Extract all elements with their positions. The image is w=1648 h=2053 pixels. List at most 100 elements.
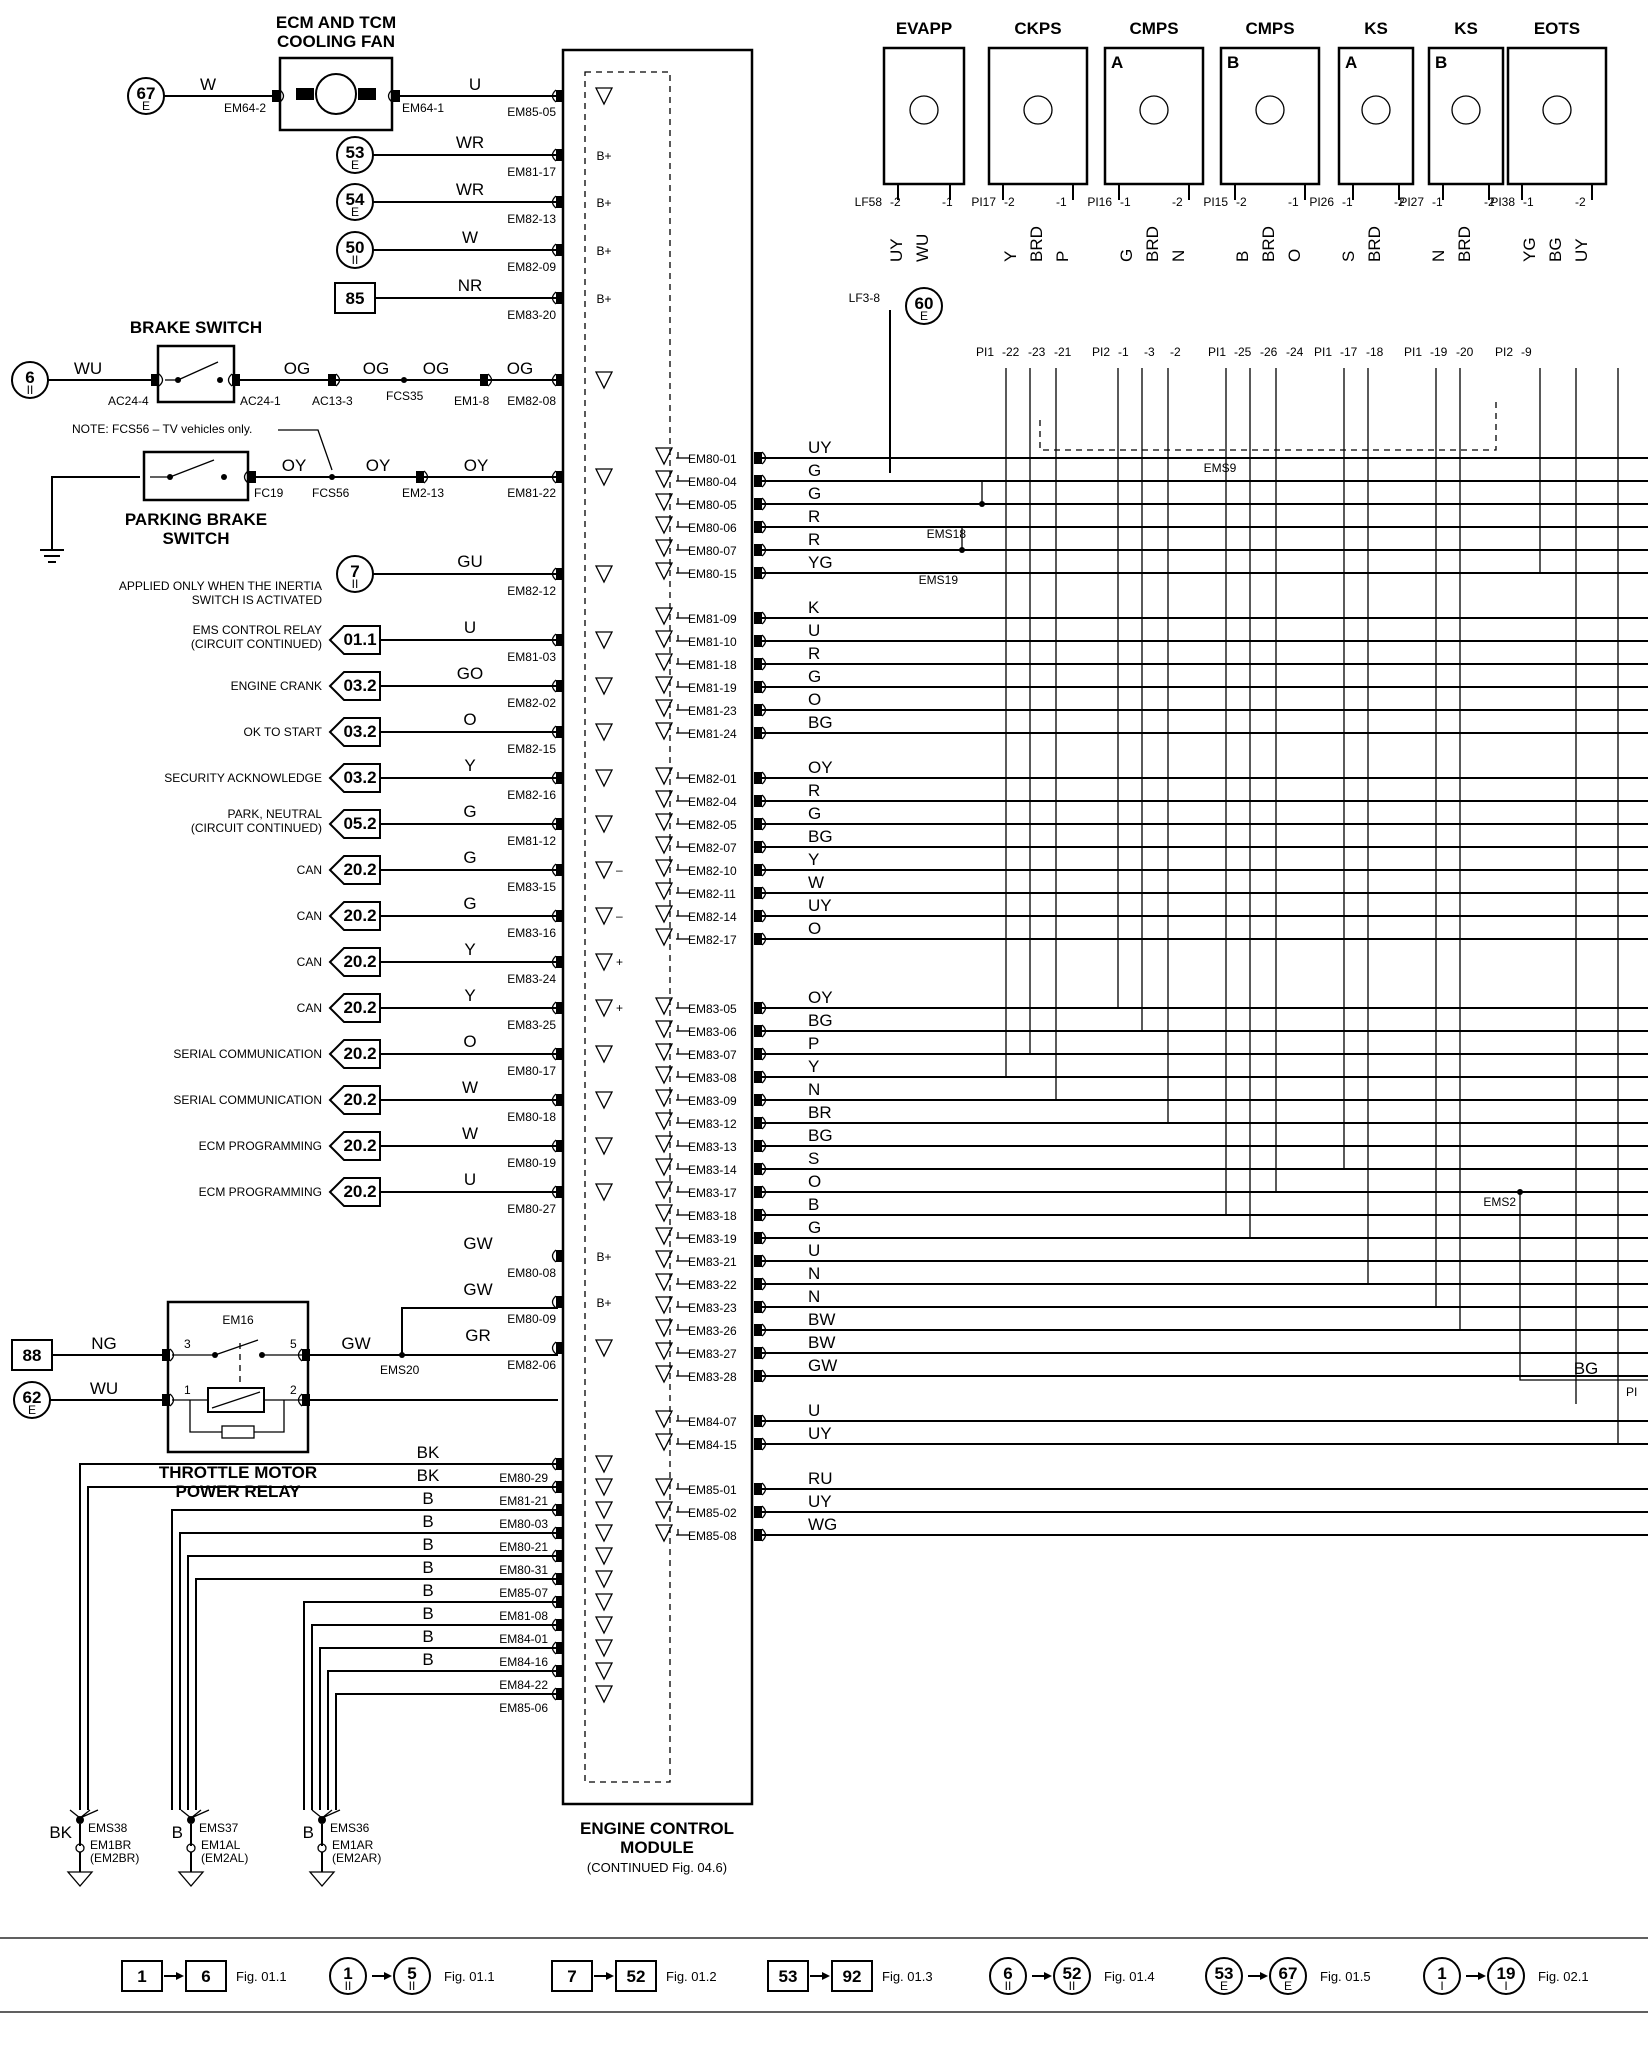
sensor-connector: LF58 [855,195,883,209]
right-row: EM83-07P [654,1034,1648,1062]
ecm-pin: EM80-03 [499,1517,548,1531]
sensor-title: EOTS [1534,19,1580,38]
ref-circle [1269,1957,1307,1995]
right-row: EM82-17O [654,919,1648,947]
ref-number: 53 [346,143,365,162]
ecm-terminal-symbol [654,928,674,947]
signal-triangle [654,1524,674,1543]
can-minus: – [616,909,623,923]
wire-color: BG [808,1126,833,1145]
wire-color: N [808,1287,820,1306]
signal-triangle [654,1501,674,1520]
wire-color: U [808,621,820,640]
ecm-terminal-symbol [654,1250,674,1269]
wire-color: W [462,228,478,247]
plug-body [754,1506,762,1518]
wire-color: B [808,1195,819,1214]
ref-sub: E [1284,1979,1292,1993]
plug-curve [551,1249,557,1263]
wire-color: YG [808,553,833,572]
plug-body [556,1550,564,1562]
wire-color: BK [49,1823,72,1842]
ecm-terminal-symbol [654,813,674,832]
ecm-terminal-symbol [594,1339,614,1358]
legend-fig: Fig. 01.4 [1104,1969,1155,1984]
ref-number: 67 [1279,1964,1298,1983]
plug-body [754,612,762,624]
eyelet-alt: (EM2AR) [332,1851,381,1865]
ecm-terminal-symbol [594,1616,614,1635]
ref-number: 67 [137,84,156,103]
wire-color: U [808,1401,820,1420]
sensor-element [1451,95,1481,125]
sensor-pin: -2 [1575,195,1586,209]
ref-sub: I [1440,1979,1443,1993]
left-inputs: 53EWREM81-17B+54EWREM82-13B+50IIWEM82-09… [164,133,623,1216]
sensor-element [1255,95,1285,125]
ref-sub: E [351,158,359,172]
wire-color: W [808,873,824,892]
pi-pin: -25 [1234,345,1252,359]
wire [87,1486,558,1810]
signal-triangle [594,1593,614,1612]
sensor-element [1361,95,1391,125]
plug-body [754,452,762,464]
ref-number: 60 [915,294,934,313]
wire-color: U [469,75,481,94]
signal-triangle [594,1639,614,1658]
right-row: EM82-04R [654,781,1648,809]
plug-body [556,90,564,102]
connector-plug [162,1348,175,1362]
signal-triangle [594,1501,614,1520]
ecm-pin: EM84-01 [499,1632,548,1646]
ref-circle [1423,1957,1461,1995]
connector-plug [551,148,564,162]
ecm-pin: EM80-08 [507,1266,556,1280]
signal-triangle [654,1410,674,1429]
plug-curve [423,470,429,484]
signal-triangle [594,1478,614,1497]
fig-ref-arrow: 03.2 [328,717,381,747]
wire-color: G [808,1218,821,1237]
function-label: CAN [297,909,322,923]
signal-triangle [594,1339,614,1358]
legend-to: 52 [615,1960,657,1992]
legend-arrow-head [606,1972,614,1980]
wire-color: OG [284,359,310,378]
signal-triangle [594,1685,614,1704]
plug-body [754,1002,762,1014]
fig-ref-arrow: 03.2 [328,763,381,793]
signal-triangle [654,1296,674,1315]
sensor-wire-color: WU [913,234,932,262]
ref-number: 6 [25,368,34,387]
right-row: EM81-10U [654,621,1648,649]
wire-color: U [464,1170,476,1189]
ecm-terminal-symbol [594,1662,614,1681]
splice-id: EMS38 [88,1821,128,1835]
signal-triangle [654,1227,674,1246]
wire-color: W [462,1078,478,1097]
sensor-wire-color: BG [1546,237,1565,262]
splice-id: EMS9 [1204,461,1237,475]
note-line: APPLIED ONLY WHEN THE INERTIA [119,579,322,593]
plug-curve [551,679,557,693]
plug-body [556,1642,564,1654]
connector-plug [162,1393,175,1407]
ref-box [767,1960,809,1992]
legend-to: 92 [831,1960,873,1992]
ecm-terminal-symbol [654,1227,674,1246]
ecm-terminal-symbol [654,653,674,672]
function-label: CAN [297,955,322,969]
wire-color: Y [808,1057,819,1076]
ecm-terminal-symbol [654,1319,674,1338]
ecm-pin: EM80-06 [688,521,737,535]
